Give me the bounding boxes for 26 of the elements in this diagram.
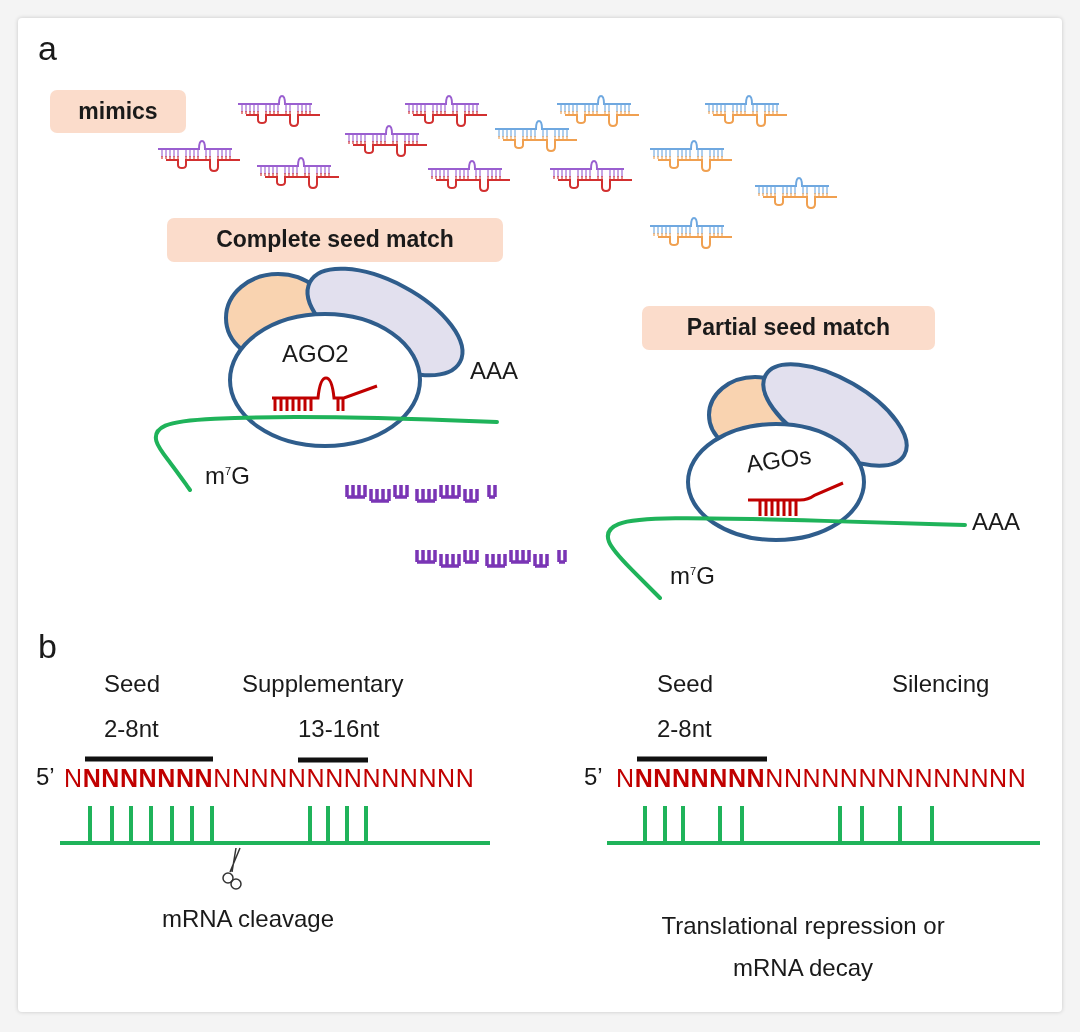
text-label: 5’ bbox=[36, 763, 55, 792]
protein-label: AGOs bbox=[744, 441, 813, 479]
text-label: Supplementary bbox=[242, 670, 404, 699]
text-label: AAA bbox=[470, 357, 519, 386]
argonaute-ellipse bbox=[230, 314, 420, 446]
text-label: Translational repression or mRNA decay bbox=[660, 911, 946, 983]
text-label: AAA bbox=[972, 508, 1021, 537]
text-label: 2-8nt bbox=[104, 715, 159, 744]
text-label: Seed bbox=[104, 670, 161, 699]
tag-label: mimics bbox=[50, 90, 186, 133]
panel-letter: b bbox=[38, 626, 57, 667]
panel-letter: a bbox=[38, 28, 57, 69]
text-label: 5’ bbox=[584, 763, 603, 792]
argonaute-ellipse bbox=[688, 424, 864, 540]
text-label: 13-16nt bbox=[298, 715, 380, 744]
text-label: m$^{7}$G bbox=[205, 462, 250, 491]
tag-label: Complete seed match bbox=[167, 218, 503, 262]
tag-label: Partial seed match bbox=[642, 306, 935, 350]
protein-label: AGO2 bbox=[282, 340, 349, 368]
text-label: 2-8nt bbox=[657, 715, 712, 744]
sequence-text: NNNNNNNNNNNNNNNNNNNNNN bbox=[64, 763, 475, 793]
sequence-text: NNNNNNNNNNNNNNNNNNNNNN bbox=[616, 763, 1027, 793]
text-label: m$^{7}$G bbox=[670, 562, 715, 591]
text-label: mRNA cleavage bbox=[161, 905, 335, 934]
text-label: Silencing bbox=[892, 670, 990, 699]
text-label: Seed bbox=[657, 670, 714, 699]
